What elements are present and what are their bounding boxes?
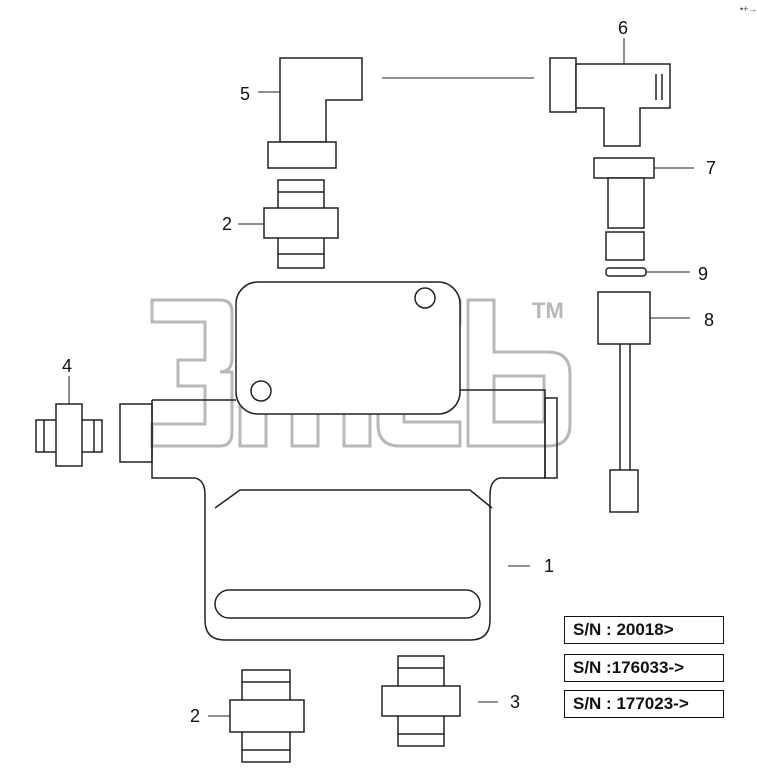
serial-number-box-2: S/N :176033->	[564, 654, 724, 682]
callout-2-top: 2	[222, 214, 232, 234]
callout-2-bottom: 2	[190, 706, 200, 726]
part-9-o-ring	[605, 267, 647, 277]
corner-mark: •+→	[740, 4, 757, 14]
part-2-coupler-top	[263, 179, 339, 269]
callout-3: 3	[510, 692, 520, 712]
serial-number-box-3: S/N : 177023->	[564, 690, 724, 718]
callout-9: 9	[698, 264, 708, 284]
callout-7: 7	[706, 158, 716, 178]
callout-5: 5	[240, 84, 250, 104]
callout-8: 8	[704, 310, 714, 330]
callout-1: 1	[544, 556, 554, 576]
part-1-main-block	[119, 281, 558, 641]
part-5-elbow-fitting	[267, 57, 363, 169]
part-4-coupler	[35, 403, 103, 467]
part-8-sensor	[597, 291, 651, 513]
part-2-coupler-bottom	[229, 669, 305, 763]
part-6-tee-fitting	[549, 57, 671, 147]
serial-number-box-1: S/N : 20018>	[564, 616, 724, 644]
part-7-adapter	[593, 157, 655, 261]
leader-lines	[68, 38, 694, 717]
trademark-symbol: TM	[532, 298, 564, 323]
callout-4: 4	[62, 356, 72, 376]
part-3-coupler	[381, 655, 461, 747]
callout-6: 6	[618, 18, 628, 38]
